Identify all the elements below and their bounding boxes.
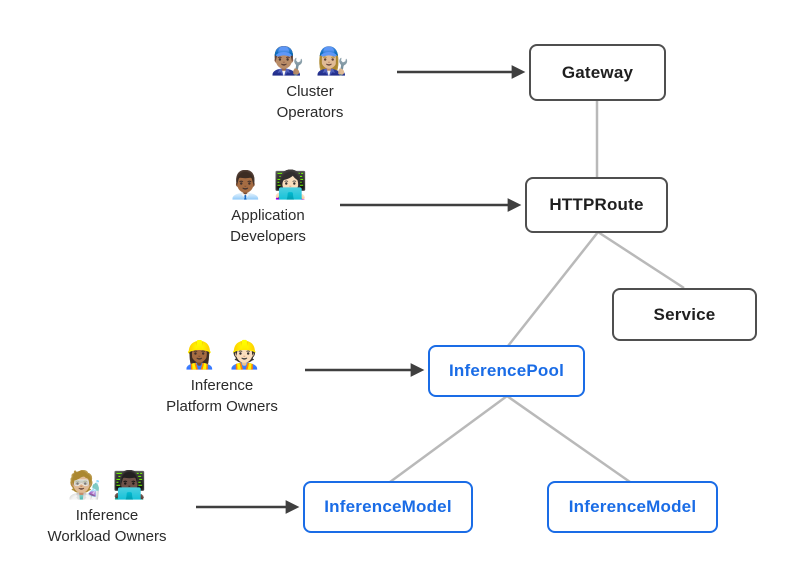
gateway-node: Gateway: [529, 44, 666, 101]
actor-application-developers: 👨🏾‍💼 👩🏻‍💻 Application Developers: [193, 168, 343, 247]
cluster-operators-label: Cluster Operators: [235, 81, 385, 123]
inferencemodel-left-node: InferenceModel: [303, 481, 473, 533]
inferencemodel-right-node: InferenceModel: [547, 481, 718, 533]
inference-platform-owners-label: Inference Platform Owners: [122, 375, 322, 417]
inference-platform-owners-emojis: 👷🏾‍♀️ 👷🏻: [122, 338, 322, 372]
actor-inference-platform-owners: 👷🏾‍♀️ 👷🏻 Inference Platform Owners: [122, 338, 322, 417]
man-mechanic-emoji: 👨🏽‍🔧: [270, 46, 305, 76]
inference-workload-owners-emojis: 🧑🏼‍🔬 👨🏿‍💻: [12, 468, 202, 502]
actor-label-line: Inference: [75, 507, 139, 524]
service-node: Service: [612, 288, 757, 341]
service-label: Service: [653, 304, 716, 324]
woman-technologist-emoji: 👩🏻‍💻: [273, 170, 308, 200]
inferencemodel-right-label: InferenceModel: [568, 497, 697, 516]
actor-label-line: Platform Owners: [166, 398, 278, 415]
edge-httproute-service: [597, 230, 685, 290]
actor-label-line: Operators: [276, 104, 344, 121]
actor-inference-workload-owners: 🧑🏼‍🔬 👨🏿‍💻 Inference Workload Owners: [12, 468, 202, 547]
man-technologist-emoji: 👨🏿‍💻: [112, 470, 147, 500]
application-developers-emojis: 👨🏾‍💼 👩🏻‍💻: [193, 168, 343, 202]
cluster-operators-emojis: 👨🏽‍🔧 👩🏼‍🔧: [235, 44, 385, 78]
woman-mechanic-emoji: 👩🏼‍🔧: [315, 46, 350, 76]
actor-label-line: Workload Owners: [47, 528, 167, 545]
actor-label-line: Inference: [190, 377, 254, 394]
edge-httproute-inferencepool: [507, 231, 599, 347]
application-developers-label: Application Developers: [193, 205, 343, 247]
edge-inferencepool-inferencemodel-right: [506, 394, 631, 484]
scientist-emoji: 🧑🏼‍🔬: [67, 470, 102, 500]
inferencemodel-left-label: InferenceModel: [324, 497, 452, 516]
man-construction-worker-emoji: 👷🏻: [227, 340, 262, 370]
inferencepool-node: InferencePool: [428, 345, 585, 397]
edge-inferencepool-inferencemodel-left: [389, 394, 508, 484]
man-office-worker-emoji: 👨🏾‍💼: [228, 170, 263, 200]
inference-workload-owners-label: Inference Workload Owners: [12, 505, 202, 547]
actor-label-line: Cluster: [286, 83, 334, 100]
woman-construction-worker-emoji: 👷🏾‍♀️: [182, 340, 217, 370]
httproute-node: HTTPRoute: [525, 177, 668, 233]
actor-label-line: Application: [231, 207, 305, 224]
actor-label-line: Developers: [230, 228, 306, 245]
inferencepool-label: InferencePool: [448, 361, 565, 380]
httproute-label: HTTPRoute: [549, 195, 644, 214]
actor-cluster-operators: 👨🏽‍🔧 👩🏼‍🔧 Cluster Operators: [235, 44, 385, 123]
gateway-label: Gateway: [561, 62, 634, 82]
